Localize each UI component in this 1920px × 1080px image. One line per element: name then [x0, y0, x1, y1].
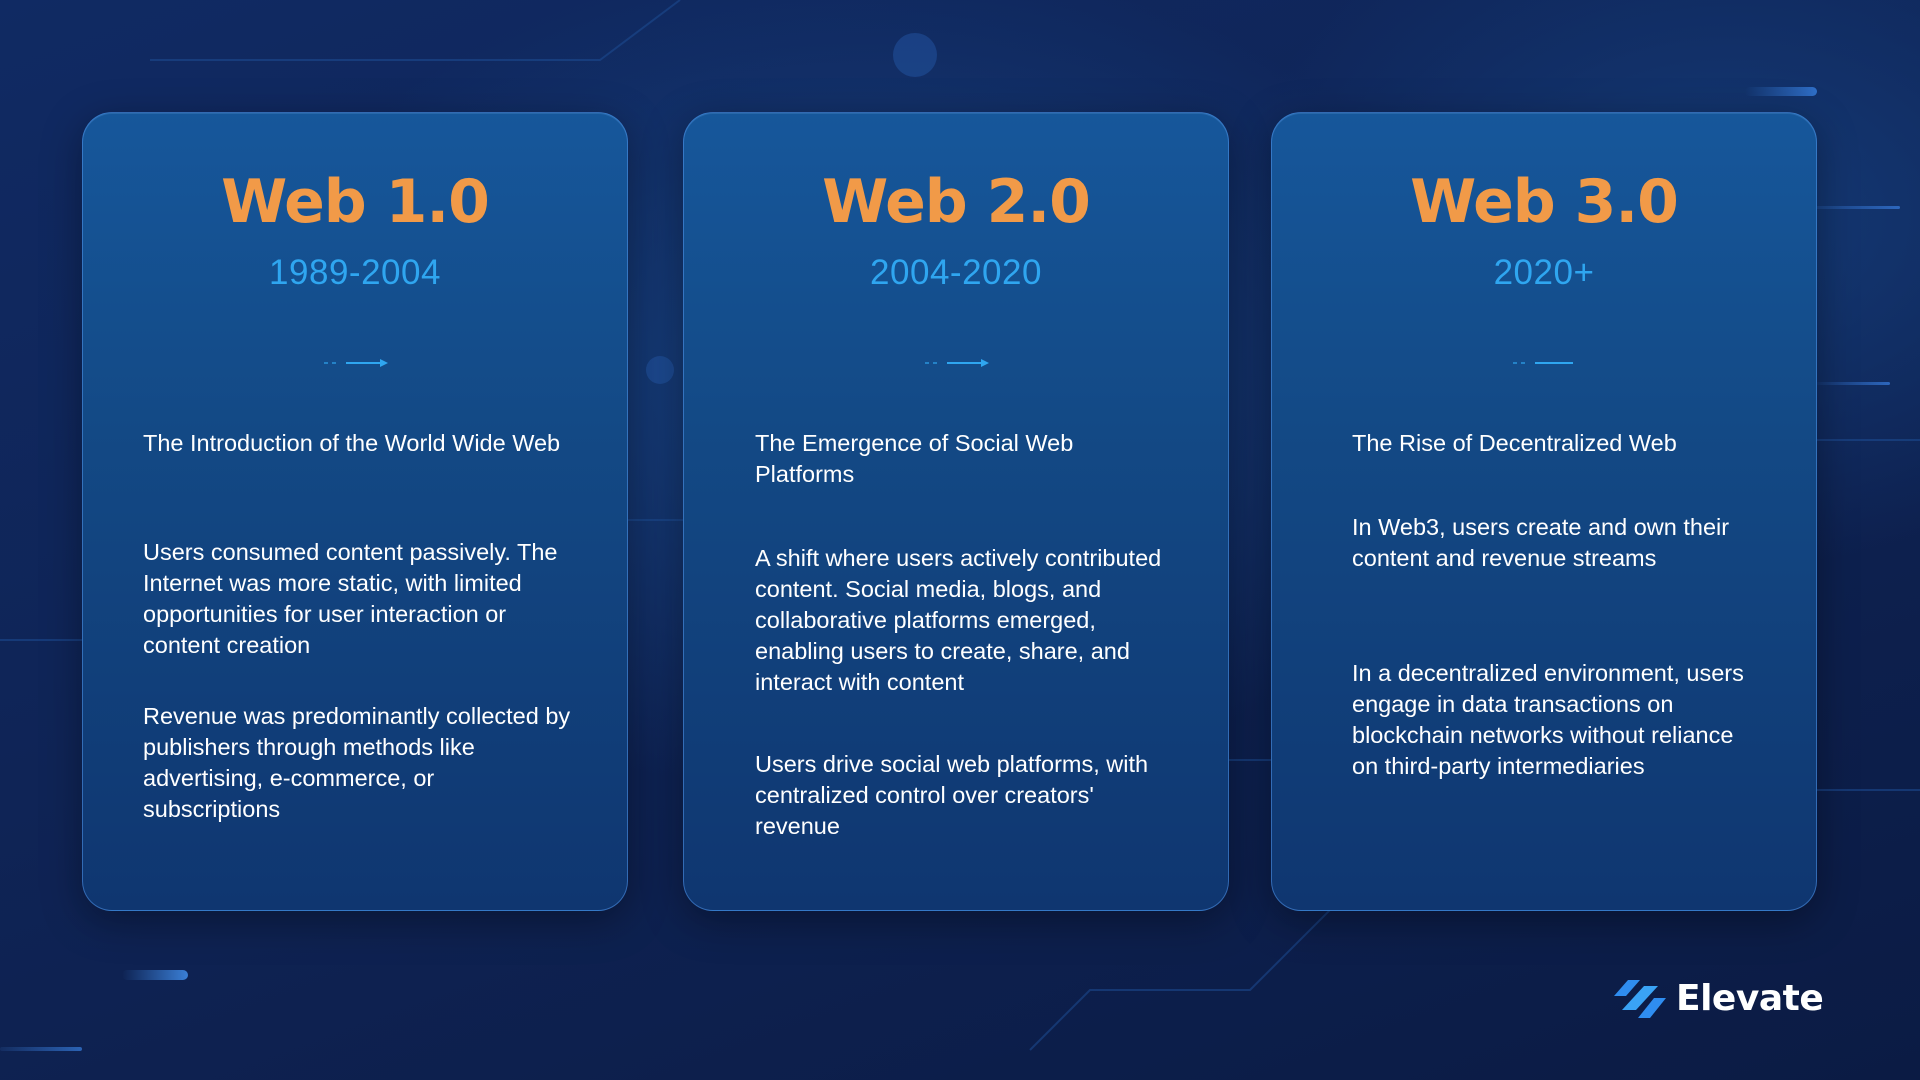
card-years: 2020+ [1493, 253, 1595, 292]
arrow-right-icon [684, 357, 1228, 369]
card-paragraph: Revenue was predominantly collected by p… [143, 703, 571, 822]
card-title: Web 2.0 [822, 167, 1091, 237]
decorative-bar [1790, 206, 1900, 209]
card-heading-text: The Emergence of Social Web Platforms [755, 430, 1074, 487]
brand-name: Elevate [1676, 978, 1824, 1019]
brand-logo: Elevate [1614, 978, 1824, 1019]
arrow-right-icon [83, 357, 627, 369]
card-web-2: Web 2.0 2004-2020 The Emergence of Socia… [683, 112, 1229, 911]
decorative-bar [1810, 382, 1890, 385]
card-heading-text: The Rise of Decentralized Web [1352, 430, 1677, 456]
line-divider-icon [1272, 357, 1816, 369]
card-heading-text: The Introduction of the World Wide Web [143, 430, 561, 456]
card-paragraph: In a decentralized environment, users en… [1352, 660, 1744, 779]
card-web-3: Web 3.0 2020+ The Rise of Decentralized … [1271, 112, 1817, 911]
elevate-logo-icon [1614, 979, 1666, 1018]
decorative-bar [122, 970, 188, 980]
card-paragraph: Users drive social web platforms, with c… [755, 751, 1149, 839]
card-paragraph: In Web3, users create and own their cont… [1352, 514, 1730, 571]
card-paragraph: Users consumed content passively. The In… [143, 539, 558, 658]
decorative-bar [1745, 87, 1817, 96]
card-web-1: Web 1.0 1989-2004 The Introduction of th… [82, 112, 628, 911]
card-title: Web 3.0 [1410, 167, 1679, 237]
card-years: 1989-2004 [269, 253, 441, 292]
decorative-bar [0, 1047, 82, 1051]
card-paragraph: A shift where users actively contributed… [755, 545, 1162, 695]
card-years: 2004-2020 [870, 253, 1042, 292]
card-title: Web 1.0 [221, 167, 490, 237]
